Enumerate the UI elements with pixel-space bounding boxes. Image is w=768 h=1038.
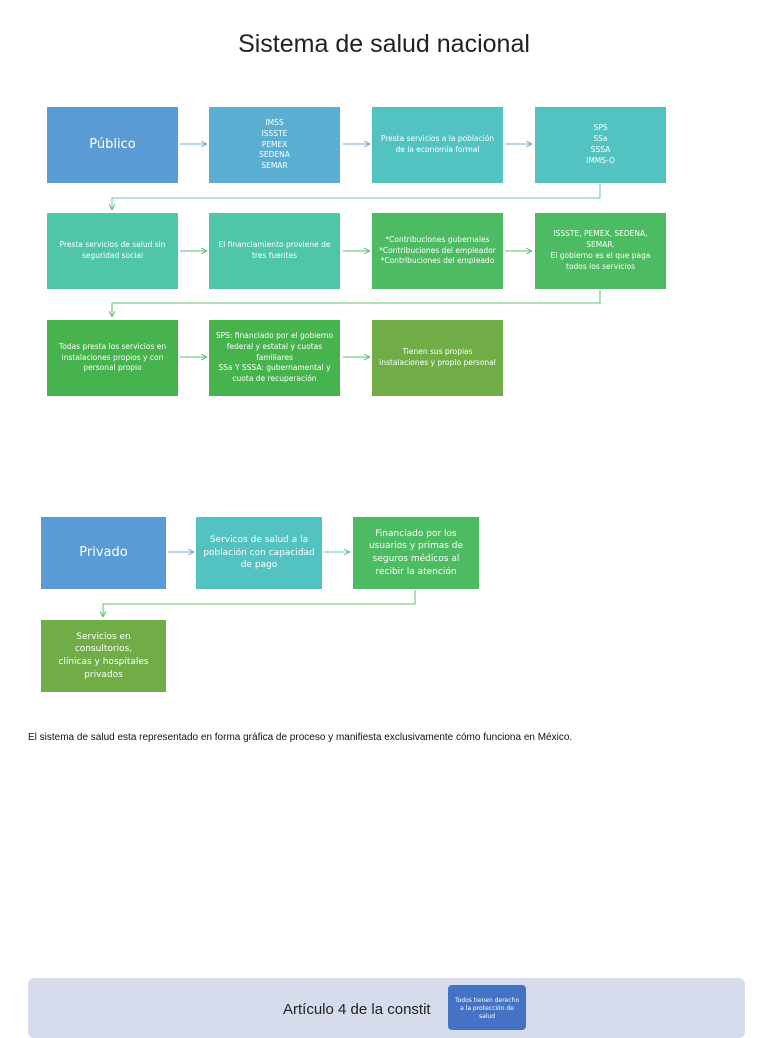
panel-box-right-to-health: Todos tienen derecho a la protección de … (448, 985, 526, 1030)
box-private-financing: Financiado por los usuarios y primas de … (353, 517, 479, 589)
box-private-clinics: Servicios en consultorios, clínicas y ho… (41, 620, 166, 692)
box-publico: Público (47, 107, 178, 183)
box-own-facilities: Todas presta los servicios en instalacio… (47, 320, 178, 396)
panel-title: Artículo 4 de la constit (283, 1001, 431, 1018)
box-sps-ssa: SPS SSa SSSA IMMS-O (535, 107, 666, 183)
box-sps-financing: SPS: financiado por el gobierno federal … (209, 320, 340, 396)
box-payment-capacity: Servicos de salud a la población con cap… (196, 517, 322, 589)
box-formal-economy: Presta servicios a la población de la ec… (372, 107, 503, 183)
box-three-sources: El financiamiento proviene de tres fuent… (209, 213, 340, 289)
box-institutions: IMSS ISSSTE PEMEX SEDENA SEMAR (209, 107, 340, 183)
box-own-personnel: Tienen sus propias instalaciones y propi… (372, 320, 503, 396)
elbow-connector (112, 184, 601, 209)
box-privado: Privado (41, 517, 166, 589)
box-no-social-security: Presta servicios de salud sin seguridad … (47, 213, 178, 289)
box-contributions: *Contribuciones gubernales *Contribucion… (372, 213, 503, 289)
elbow-connector (112, 290, 601, 316)
caption-text: El sistema de salud esta representado en… (28, 732, 573, 743)
elbow-connector (103, 590, 416, 616)
page-title: Sistema de salud nacional (238, 30, 530, 58)
box-government-pays: ISSSTE, PEMEX, SEDENA, SEMAR. El gobiern… (535, 213, 666, 289)
